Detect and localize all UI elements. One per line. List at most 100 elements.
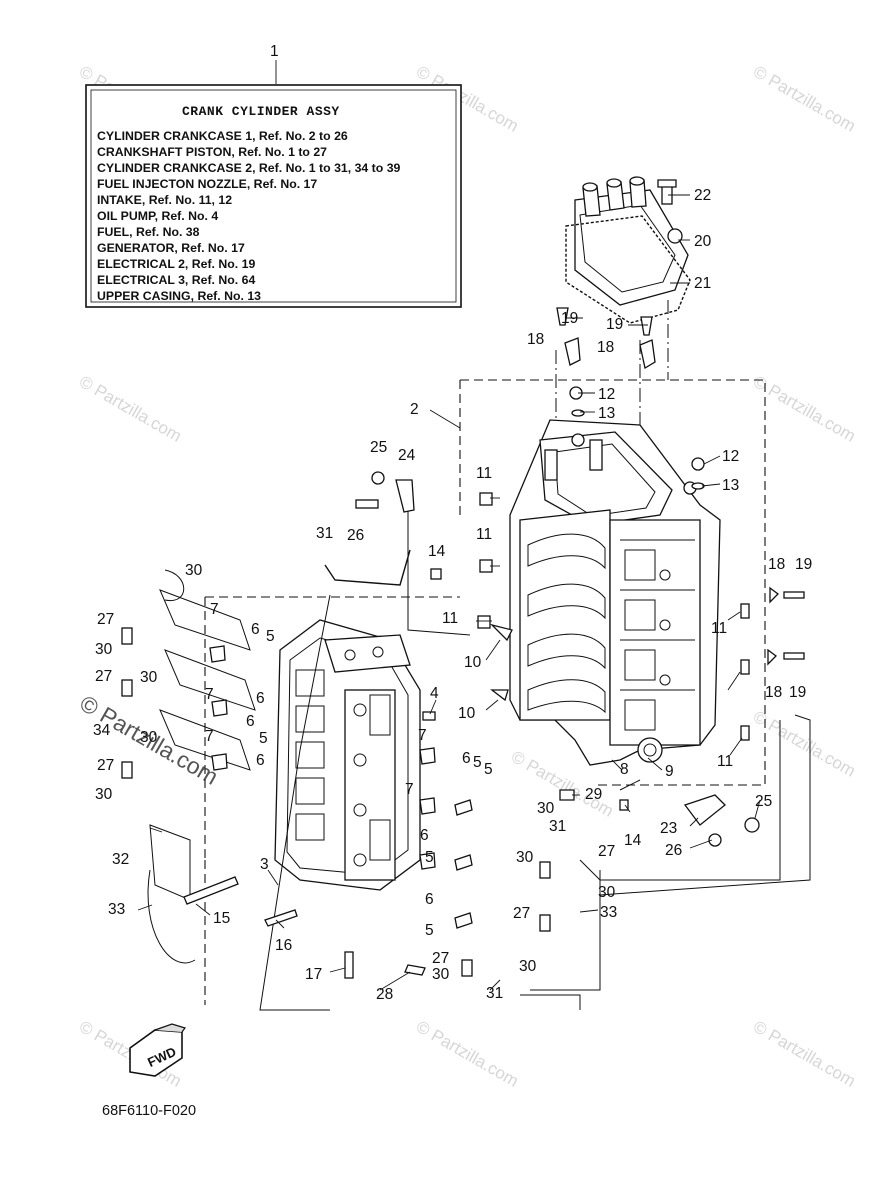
crankcase-half-part bbox=[274, 619, 421, 891]
callout: 19 bbox=[606, 316, 623, 333]
callout: 11 bbox=[476, 465, 492, 482]
callout: 30 bbox=[140, 669, 158, 686]
callout: 27 bbox=[432, 950, 449, 967]
callout: 12 bbox=[722, 448, 739, 465]
callout: 3 bbox=[260, 856, 269, 873]
legend-line: UPPER CASING, Ref. No. 13 bbox=[97, 289, 261, 303]
legend-line: CYLINDER CRANKCASE 2, Ref. No. 1 to 31, … bbox=[97, 161, 401, 175]
callout: 16 bbox=[275, 937, 292, 954]
assembly-legend: 1 CRANK CYLINDER ASSY CYLINDER CRANKCASE… bbox=[85, 43, 462, 308]
callout: 11 bbox=[476, 526, 492, 543]
callout: 34 bbox=[93, 722, 111, 739]
callout: 7 bbox=[418, 727, 427, 744]
watermark: © Partzilla.com bbox=[750, 1017, 859, 1091]
callout: 19 bbox=[561, 310, 578, 327]
callout: 7 bbox=[210, 601, 219, 618]
callout: 30 bbox=[185, 562, 203, 579]
callout: 6 bbox=[420, 827, 429, 844]
callout: 30 bbox=[516, 849, 534, 866]
callout: 26 bbox=[665, 842, 682, 859]
callout: 27 bbox=[97, 757, 114, 774]
callout: 9 bbox=[665, 763, 674, 780]
callout: 7 bbox=[205, 686, 214, 703]
fasteners bbox=[121, 307, 805, 979]
callout: 19 bbox=[789, 684, 806, 701]
callout: 22 bbox=[694, 187, 711, 204]
callout: 33 bbox=[600, 904, 617, 921]
callout: 31 bbox=[316, 525, 333, 542]
callout: 25 bbox=[370, 439, 387, 456]
legend-line: FUEL INJECTON NOZZLE, Ref. No. 17 bbox=[97, 177, 317, 191]
legend-line: ELECTRICAL 3, Ref. No. 64 bbox=[97, 273, 255, 287]
callout: 10 bbox=[464, 654, 482, 671]
callout: 30 bbox=[537, 800, 555, 817]
watermark: © Partzilla.com bbox=[413, 1017, 522, 1091]
callout: 33 bbox=[108, 901, 125, 918]
callout: 27 bbox=[598, 843, 615, 860]
callout: 6 bbox=[425, 891, 434, 908]
callout: 23 bbox=[660, 820, 677, 837]
callout: 30 bbox=[519, 958, 537, 975]
callout: 5 bbox=[425, 849, 434, 866]
callout: 11 bbox=[442, 610, 458, 627]
callout: 13 bbox=[598, 405, 615, 422]
callout-numbers: 22 20 21 19 18 19 18 2 12 13 12 13 25 24… bbox=[93, 187, 812, 1003]
callout: 19 bbox=[795, 556, 812, 573]
watermark: © Partzilla.com bbox=[750, 372, 859, 446]
callout: 24 bbox=[398, 447, 416, 464]
callout: 31 bbox=[486, 985, 503, 1002]
callout: 28 bbox=[376, 986, 393, 1003]
callout: 5 bbox=[473, 754, 482, 771]
callout: 15 bbox=[213, 910, 230, 927]
callout: 11 bbox=[711, 620, 727, 637]
callout: 25 bbox=[755, 793, 772, 810]
callout: 30 bbox=[140, 729, 158, 746]
callout: 14 bbox=[624, 832, 642, 849]
callout: 8 bbox=[620, 761, 629, 778]
callout: 7 bbox=[405, 781, 414, 798]
callout: 12 bbox=[598, 386, 615, 403]
legend-line: GENERATOR, Ref. No. 17 bbox=[97, 241, 245, 255]
callout: 30 bbox=[95, 641, 113, 658]
callout: 17 bbox=[305, 966, 322, 983]
callout: 27 bbox=[513, 905, 530, 922]
callout: 27 bbox=[97, 611, 114, 628]
callout: 18 bbox=[527, 331, 544, 348]
callout: 14 bbox=[428, 543, 446, 560]
callout: 26 bbox=[347, 527, 364, 544]
callout: 6 bbox=[246, 713, 255, 730]
callout: 18 bbox=[597, 339, 614, 356]
callout: 31 bbox=[549, 818, 566, 835]
cylinder-block-part bbox=[509, 419, 721, 766]
leader-lines bbox=[137, 194, 761, 991]
callout: 2 bbox=[410, 401, 419, 418]
callout: 18 bbox=[768, 556, 785, 573]
callout: 29 bbox=[585, 786, 602, 803]
legend-line: ELECTRICAL 2, Ref. No. 19 bbox=[97, 257, 255, 271]
hose-lines bbox=[259, 510, 811, 1011]
legend-line: OIL PUMP, Ref. No. 4 bbox=[97, 209, 218, 223]
watermark: © Partzilla.com bbox=[750, 62, 859, 136]
forward-arrow-icon: FWD bbox=[129, 1023, 186, 1077]
watermark: © Partzilla.com bbox=[76, 372, 185, 446]
callout: 5 bbox=[425, 922, 434, 939]
head-cover-part bbox=[565, 176, 691, 324]
legend-line: CYLINDER CRANKCASE 1, Ref. No. 2 to 26 bbox=[97, 129, 348, 143]
callout: 6 bbox=[256, 752, 265, 769]
callout: 18 bbox=[765, 684, 782, 701]
callout: 10 bbox=[458, 705, 476, 722]
callout: 11 bbox=[717, 753, 733, 770]
legend-title: CRANK CYLINDER ASSY bbox=[182, 104, 340, 119]
callout: 27 bbox=[95, 668, 112, 685]
callout: 30 bbox=[432, 966, 450, 983]
diagram-code: 68F6110-F020 bbox=[102, 1103, 196, 1119]
callout: 4 bbox=[430, 685, 439, 702]
callout: 5 bbox=[484, 761, 493, 778]
callout: 13 bbox=[722, 477, 739, 494]
legend-line: FUEL, Ref. No. 38 bbox=[97, 225, 200, 239]
callout: 32 bbox=[112, 851, 129, 868]
callout: 30 bbox=[598, 884, 616, 901]
callout: 7 bbox=[205, 728, 214, 745]
callout: 5 bbox=[259, 730, 268, 747]
